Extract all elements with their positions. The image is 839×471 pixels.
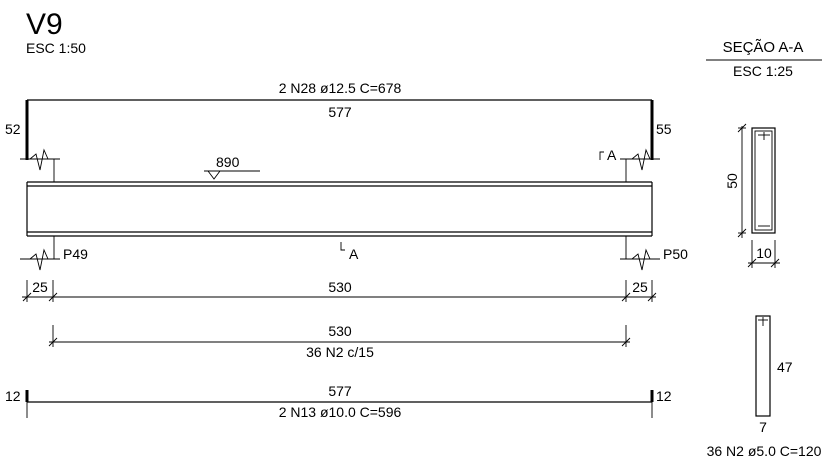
section-mark-bottom-label: A [349,246,359,262]
span-dim-left: 25 [32,279,48,295]
top-bar-hook-right: 55 [656,121,672,137]
stirrup-detail-label: 36 N2 ø5.0 C=120 [707,443,822,459]
beam-title: V9 [26,8,63,41]
stirrup-distribution [48,325,631,347]
stirrup-label: 36 N2 c/15 [306,344,374,360]
stirrup-length: 530 [328,323,352,339]
bottom-bar-hook-right: 12 [656,388,672,404]
bottom-bar-label: 2 N13 ø10.0 C=596 [279,404,402,420]
beam-scale: ESC 1:50 [26,40,86,56]
top-bar-hook-left: 52 [5,121,21,137]
support-right: P50 [663,246,688,262]
support-left: P49 [63,246,88,262]
section-height: 50 [724,173,740,189]
level-value: 890 [216,154,240,170]
section-mark-top [599,151,604,160]
section-mark-bottom [340,242,345,251]
section-width: 10 [756,245,772,261]
bottom-bar [25,390,654,418]
top-bar [25,99,654,160]
top-bar-length: 577 [328,104,352,120]
stirrup-width: 7 [759,419,767,435]
span-dimension [22,280,657,302]
section-title: SEÇÃO A-A [723,39,804,56]
section-scale: ESC 1:25 [733,63,793,79]
beam-elevation [20,148,660,271]
stirrup-detail [755,315,771,417]
level-marker [204,170,260,180]
stirrup-height: 47 [777,359,793,375]
section-mark-top-label: A [607,147,617,163]
section-a-a [737,123,780,268]
bottom-bar-length: 577 [328,383,352,399]
bottom-bar-hook-left: 12 [5,388,21,404]
top-bar-label: 2 N28 ø12.5 C=678 [279,80,402,96]
span-dim-middle: 530 [328,279,352,295]
span-dim-right: 25 [632,279,648,295]
